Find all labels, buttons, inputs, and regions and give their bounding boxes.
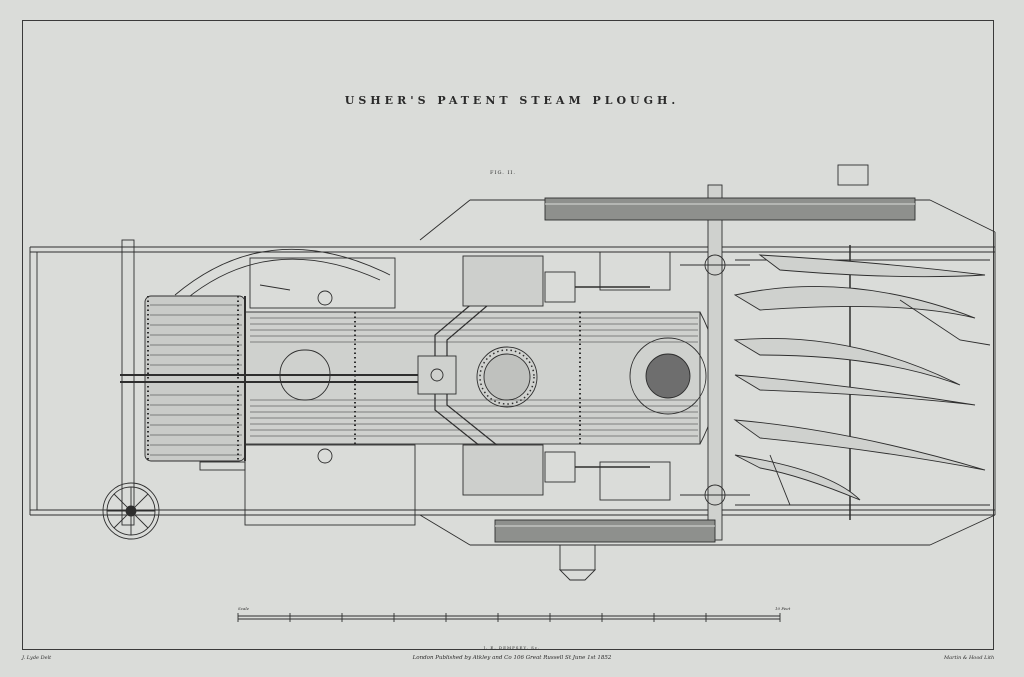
manhole-covers [476,337,707,415]
scale-label-left: Scale [238,606,250,611]
plate-border [22,20,994,650]
steam-cylinders [462,251,671,501]
lower-frame-details [199,164,869,581]
scale-label-right: 10 Feet [775,606,791,611]
engraver-line: J. E. DEMPSEY. Sc. [483,645,541,650]
delineator-credit: J. Lyde Delt [22,655,52,661]
connecting-rod [120,349,457,401]
gear-racks [494,197,916,543]
publisher-line: London Published by Atkley and Co 106 Gr… [412,655,612,661]
scale-bar [237,613,781,622]
lithographer-credit: Martin & Hood Lith [944,655,995,661]
steering-wheel [102,482,160,540]
boiler [144,295,718,462]
flywheel [174,248,396,309]
plate-title: USHER'S PATENT STEAM PLOUGH. [344,94,680,107]
figure-label: FIG. II. [490,170,516,176]
plough-shares [733,245,991,520]
